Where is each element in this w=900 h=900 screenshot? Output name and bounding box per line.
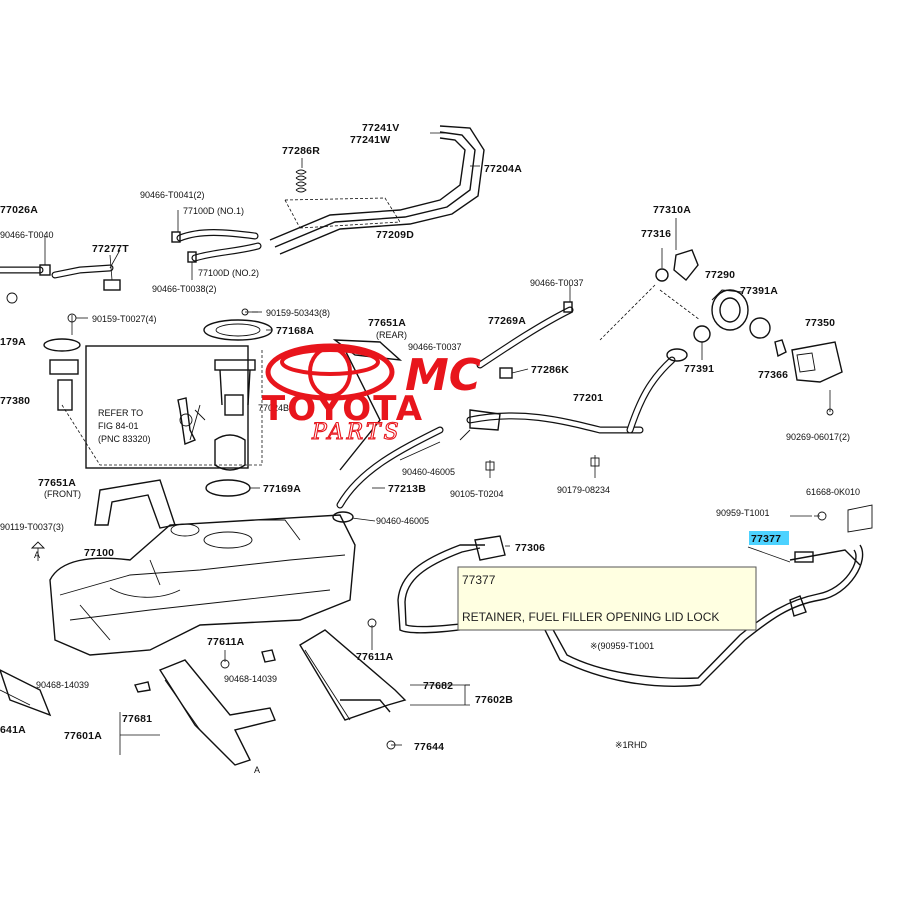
part-label[interactable]: 77611A xyxy=(207,636,245,648)
part-label[interactable]: 90119-T0037(3) xyxy=(0,522,64,532)
part-label[interactable]: 90460-46005 xyxy=(402,467,455,477)
part-label[interactable]: 77241W xyxy=(350,134,390,146)
part-tooltip: 77377 RETAINER, FUEL FILLER OPENING LID … xyxy=(457,566,757,631)
part-label[interactable]: ※1RHD xyxy=(615,740,648,750)
inset-line-1: REFER TO xyxy=(98,408,143,418)
fuel-tank-part xyxy=(49,514,356,656)
part-label[interactable]: 77100D (NO.1) xyxy=(183,206,244,216)
part-label[interactable]: 77169A xyxy=(263,483,301,495)
fuel-line-assembly xyxy=(269,125,485,255)
watermark-brand-main: TOYOTA xyxy=(262,389,424,429)
watermark-brand-top: MC xyxy=(405,350,481,401)
gasket-ring-part xyxy=(205,479,251,497)
part-label[interactable]: 77391A xyxy=(740,285,778,297)
part-label[interactable]: 77651A xyxy=(368,317,406,329)
part-label[interactable]: 90179-08234 xyxy=(557,485,610,495)
highlighted-part-label[interactable]: 77377 xyxy=(751,533,781,545)
part-label[interactable]: 90269-06017(2) xyxy=(786,432,850,442)
part-label[interactable]: 77651A xyxy=(38,477,76,489)
part-label[interactable]: 77204A xyxy=(484,163,522,175)
part-label[interactable]: 61668-0K010 xyxy=(806,487,860,497)
part-label[interactable]: 77100D (NO.2) xyxy=(198,268,259,278)
part-label[interactable]: A xyxy=(34,550,40,560)
part-label[interactable]: 90466-T0037 xyxy=(530,278,584,288)
tooltip-description: RETAINER, FUEL FILLER OPENING LID LOCK xyxy=(462,610,719,624)
inset-line-2: FIG 84-01 xyxy=(98,421,139,431)
part-label[interactable]: 77269A xyxy=(488,315,526,327)
part-label[interactable]: 90468-14039 xyxy=(36,680,89,690)
part-label[interactable]: 77024B xyxy=(258,403,289,413)
part-label[interactable]: 179A xyxy=(0,336,26,348)
fuel-cap-parts xyxy=(599,218,771,360)
filler-pipe-part xyxy=(459,348,688,478)
part-label[interactable]: 77611A xyxy=(356,651,394,663)
part-label[interactable]: 77380 xyxy=(0,395,30,407)
left-clamp-parts xyxy=(43,313,81,411)
part-label[interactable]: ※(90959-T1001 xyxy=(590,641,654,651)
part-label[interactable]: 90466-T0041(2) xyxy=(140,190,205,200)
part-label[interactable]: 77286R xyxy=(282,145,320,157)
highlighted-part-77377[interactable]: 77377 xyxy=(749,531,789,545)
part-label[interactable]: 77286K xyxy=(531,364,569,376)
part-label[interactable]: 77209D xyxy=(376,229,414,241)
fuel-filler-lid-part xyxy=(774,339,843,416)
left-hose-parts xyxy=(0,236,121,304)
filler-hose-part xyxy=(332,426,444,523)
part-label[interactable]: 77213B xyxy=(388,483,426,495)
part-label[interactable]: 77350 xyxy=(805,317,835,329)
tooltip-part-number: 77377 xyxy=(462,573,496,587)
part-label[interactable]: 77100 xyxy=(84,547,114,559)
part-label[interactable]: A xyxy=(254,765,260,775)
part-label[interactable]: 77644 xyxy=(414,741,444,753)
inset-reference-box xyxy=(85,345,249,469)
part-label[interactable]: 90159-50343(8) xyxy=(266,308,330,318)
part-label[interactable]: 77602B xyxy=(475,694,513,706)
fuel-hose-parts xyxy=(171,210,262,280)
part-label[interactable]: 77277T xyxy=(92,243,129,255)
part-label[interactable]: 77310A xyxy=(653,204,691,216)
part-label[interactable]: 641A xyxy=(0,724,26,736)
part-label[interactable]: 77601A xyxy=(64,730,102,742)
inset-line-3: (PNC 83320) xyxy=(98,434,151,444)
part-label[interactable]: 77168A xyxy=(276,325,314,337)
lid-opener-cable-part xyxy=(397,504,873,687)
part-label[interactable]: 77391 xyxy=(684,363,714,375)
part-label[interactable]: 77682 xyxy=(423,680,453,692)
fuel-pump-assembly xyxy=(189,359,256,471)
part-label[interactable]: 90466-T0038(2) xyxy=(152,284,217,294)
part-label[interactable]: 77026A xyxy=(0,204,38,216)
mc-toyota-parts-watermark: MC TOYOTA PARTS xyxy=(262,343,481,446)
part-label[interactable]: 77241V xyxy=(362,122,399,134)
part-label[interactable]: 77366 xyxy=(758,369,788,381)
leader-lines xyxy=(30,132,812,755)
part-label[interactable]: 90159-T0027(4) xyxy=(92,314,157,324)
tank-strap-lower xyxy=(0,618,407,766)
part-label[interactable]: 77681 xyxy=(122,713,152,725)
fuel-pump-cover xyxy=(203,308,273,341)
part-label[interactable]: 90466-T0040 xyxy=(0,230,54,240)
part-label[interactable]: 77201 xyxy=(573,392,603,404)
part-label[interactable]: 90468-14039 xyxy=(224,674,277,684)
part-label[interactable]: 90460-46005 xyxy=(376,516,429,526)
part-labels: 77241V 77241W 77204A 77286R 90466-T0041(… xyxy=(0,122,860,775)
part-label[interactable]: 77306 xyxy=(515,542,545,554)
part-label[interactable]: 77290 xyxy=(705,269,735,281)
watermark-brand-sub: PARTS xyxy=(311,420,402,445)
part-label[interactable]: (REAR) xyxy=(376,330,407,340)
spring-clip-part xyxy=(295,158,307,193)
part-label[interactable]: 90959-T1001 xyxy=(716,508,770,518)
part-label[interactable]: 90105-T0204 xyxy=(450,489,504,499)
part-label[interactable]: 77316 xyxy=(641,228,671,240)
part-label[interactable]: 90466-T0037 xyxy=(408,342,462,352)
part-label[interactable]: (FRONT) xyxy=(44,489,81,499)
